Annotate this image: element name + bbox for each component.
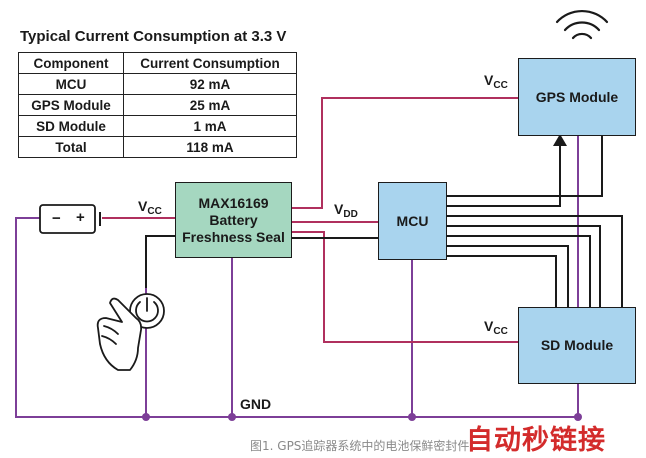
- table-row: SD Module 1 mA: [18, 115, 297, 137]
- ground-wires: [15, 136, 579, 418]
- gps-module-block: GPS Module: [518, 58, 636, 136]
- table-cell: 92 mA: [123, 73, 297, 95]
- seal-label-line2: Battery: [209, 211, 258, 228]
- vcc-sd-label: VCC: [484, 318, 508, 337]
- table-cell: 1 mA: [123, 115, 297, 137]
- table-cell: 25 mA: [123, 94, 297, 116]
- battery-minus-sign: −: [52, 210, 61, 227]
- current-consumption-table: Component Current Consumption MCU 92 mA …: [18, 52, 297, 158]
- watermark-text: 自动秒链接: [466, 425, 606, 456]
- figure-caption: 图1. GPS追踪器系统中的电池保鲜密封件: [250, 439, 470, 453]
- wireless-signal-icon: [555, 9, 609, 40]
- hand-press-icon: [96, 293, 165, 371]
- mcu-block: MCU: [378, 182, 447, 260]
- table-header-row: Component Current Consumption: [18, 52, 297, 74]
- sd-module-block: SD Module: [518, 307, 636, 384]
- table-row: GPS Module 25 mA: [18, 94, 297, 116]
- table-row: MCU 92 mA: [18, 73, 297, 95]
- table-row: Total 118 mA: [18, 136, 297, 158]
- vcc-gps-label: VCC: [484, 72, 508, 91]
- table-cell: 118 mA: [123, 136, 297, 158]
- signal-wires: [145, 136, 623, 307]
- sd-module-label: SD Module: [540, 337, 614, 353]
- table-cell: GPS Module: [18, 94, 124, 116]
- gnd-label: GND: [240, 396, 272, 412]
- ground-junctions: [142, 413, 582, 421]
- battery-symbol: [39, 204, 101, 234]
- vcc-battery-label: VCC: [138, 198, 162, 217]
- table-cell: Total: [18, 136, 124, 158]
- seal-part-number: MAX16169: [198, 194, 269, 211]
- gps-module-label: GPS Module: [535, 88, 619, 105]
- table-title: Typical Current Consumption at 3.3 V: [20, 28, 287, 45]
- mcu-label: MCU: [396, 212, 429, 229]
- gps-input-arrowhead: [553, 134, 567, 146]
- power-wires: [102, 97, 518, 343]
- seal-label-line3: Freshness Seal: [182, 228, 285, 245]
- battery-plus-sign: +: [76, 209, 85, 226]
- column-header: Component: [18, 52, 124, 74]
- table-cell: SD Module: [18, 115, 124, 137]
- table-cell: MCU: [18, 73, 124, 95]
- column-header: Current Consumption: [123, 52, 297, 74]
- vdd-label: VDD: [334, 201, 358, 220]
- battery-freshness-seal-block: MAX16169 Battery Freshness Seal: [175, 182, 292, 258]
